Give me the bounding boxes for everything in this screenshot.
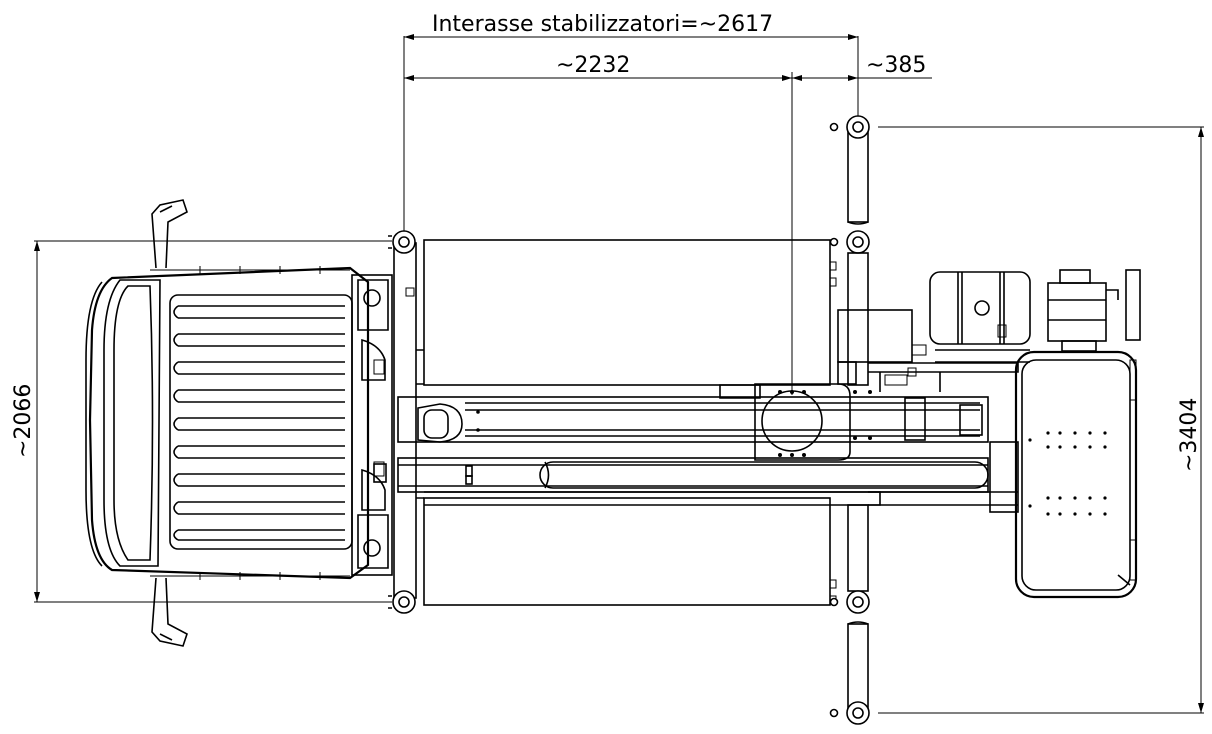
- crane-boom: [373, 383, 989, 506]
- dimension-total-width: ~3404: [878, 126, 1204, 714]
- vehicle-width-label: ~2066: [11, 384, 36, 458]
- dimension-outrigger-spacing: Interasse stabilizzatori=~2617: [403, 12, 859, 235]
- fuel-tank: [911, 271, 1031, 363]
- cab-rear-mechanics: [351, 274, 393, 576]
- dimension-turntable: ~2232 ~385: [404, 53, 932, 395]
- basket-holes-lower: [1028, 496, 1107, 516]
- basket-holes-upper: [1028, 431, 1107, 449]
- body-platform: [416, 239, 837, 606]
- total-width-label: ~3404: [1177, 398, 1202, 472]
- turntable-to-front-label: ~385: [866, 53, 926, 78]
- dimension-vehicle-width: ~2066: [11, 240, 392, 603]
- rear-to-turntable-label: ~2232: [556, 53, 630, 78]
- front-outrigger: [829, 115, 913, 725]
- hydraulic-unit: [1047, 269, 1141, 352]
- work-basket: [989, 350, 1138, 599]
- truck-cab: [85, 199, 370, 647]
- chassis-frame: [868, 362, 1019, 506]
- outrigger-spacing-label: Interasse stabilizzatori=~2617: [432, 12, 773, 37]
- rear-outrigger: [388, 230, 417, 614]
